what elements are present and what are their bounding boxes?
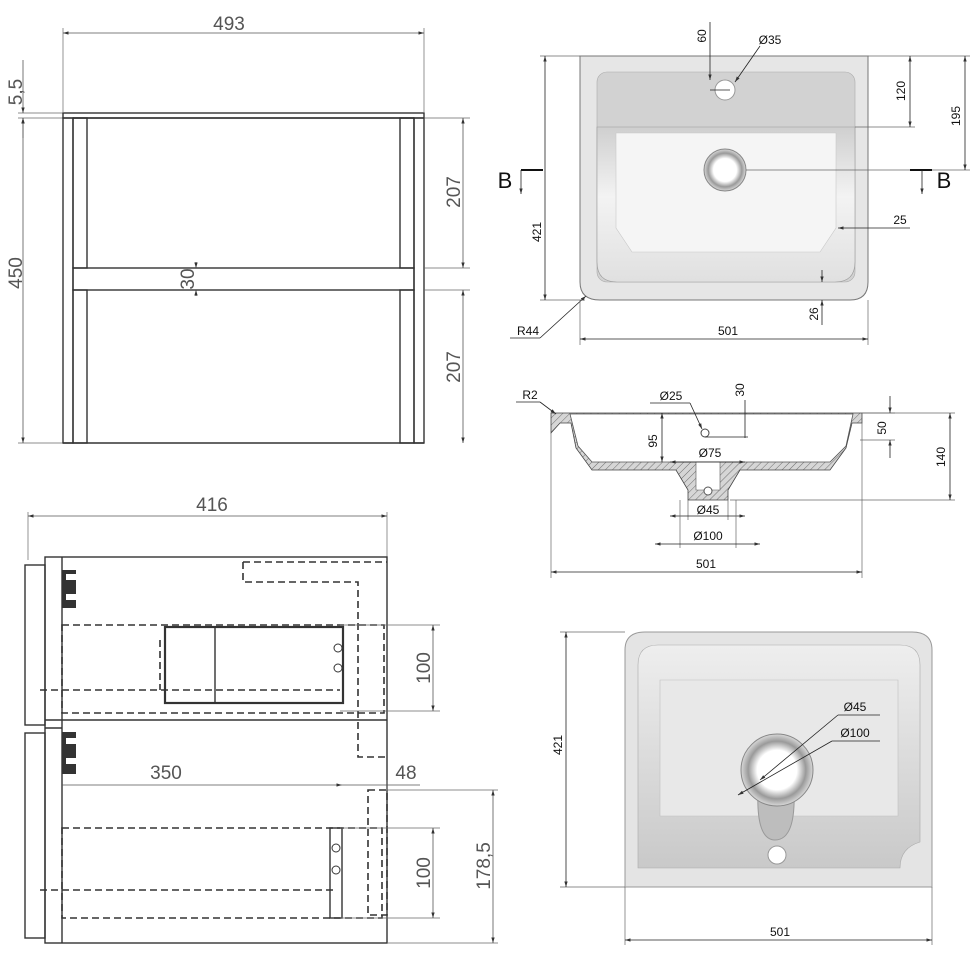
bottom-outlet-outer-label: Ø100 (840, 726, 870, 740)
front-rail-label: 30 (178, 268, 199, 289)
basin-top-width-label: 501 (718, 324, 738, 338)
bottom-depth-label: 421 (551, 735, 565, 755)
drain-diameter-label: Ø75 (699, 446, 722, 460)
basin-depth-label: 421 (530, 222, 544, 242)
side-upper-inner-label: 100 (414, 652, 435, 684)
rim-side-label: 25 (893, 213, 907, 227)
side-lower-height-label: 178,5 (474, 842, 495, 890)
rim-height-label: 50 (875, 421, 889, 435)
hole-offset-label: 60 (695, 29, 709, 43)
faucet-hole-bottom (767, 845, 787, 865)
side-back-gap-label: 48 (395, 763, 416, 784)
front-lower-drawer-label: 207 (444, 351, 465, 383)
side-section-view: 416 100 (24, 495, 498, 944)
hinge-icon (62, 732, 76, 774)
basin-section-view: R2 Ø25 30 50 95 140 Ø75 Ø45 (516, 383, 955, 578)
section-width-label: 501 (696, 557, 716, 571)
side-depth-label: 416 (196, 495, 228, 516)
bottom-width-label: 501 (770, 925, 790, 939)
section-marker-left: B (498, 168, 513, 193)
front-width-label: 493 (213, 14, 245, 35)
front-upper-drawer-label: 207 (444, 176, 465, 208)
total-height-label: 140 (934, 447, 948, 467)
edge-radius-label: R2 (522, 388, 538, 402)
overflow-offset-label: 30 (733, 383, 747, 397)
corner-radius-label: R44 (517, 324, 539, 338)
side-lower-inner-label: 100 (414, 857, 435, 889)
rim-front-label: 26 (807, 307, 821, 321)
bowl-depth-label: 95 (646, 434, 660, 448)
hole-to-bowl-label: 120 (894, 81, 908, 101)
outlet-inner-label: Ø45 (697, 503, 720, 517)
basin-top-view: 60 Ø35 120 195 421 B B 25 26 R44 (498, 22, 970, 345)
side-lower-depth-label: 350 (150, 763, 182, 784)
front-height-label: 450 (6, 257, 27, 289)
hinge-icon (62, 570, 76, 608)
outlet-outer-label: Ø100 (693, 529, 723, 543)
front-top-thickness-label: 5,5 (6, 79, 27, 105)
hole-diameter-label: Ø35 (759, 33, 782, 47)
overflow-diameter-label: Ø25 (660, 389, 683, 403)
section-marker-right: B (937, 168, 952, 193)
hole-to-drain-label: 195 (949, 106, 963, 126)
bottom-outlet-inner-label: Ø45 (844, 700, 867, 714)
front-view: 493 5,5 450 207 30 207 (6, 14, 470, 444)
basin-bottom-view: Ø45 Ø100 421 501 (551, 631, 933, 945)
